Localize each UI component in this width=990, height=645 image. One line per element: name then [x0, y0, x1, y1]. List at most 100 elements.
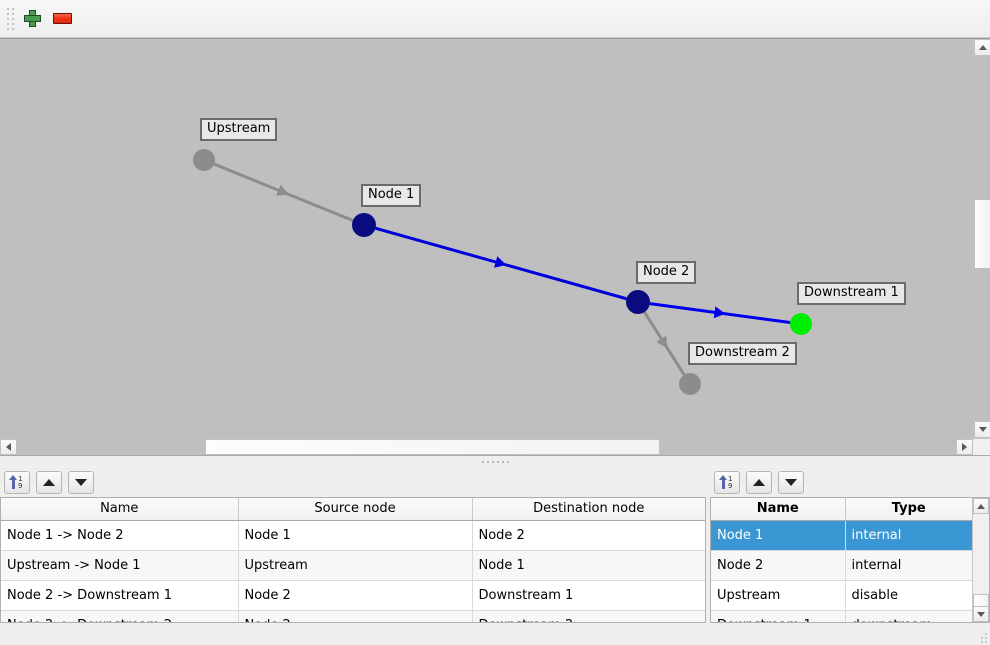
graph-edge-arrow-node2-downstream1 — [713, 306, 726, 319]
graph-scroll-right-button[interactable] — [956, 439, 973, 455]
main-toolbar — [0, 0, 990, 38]
nodes-move-up-button[interactable] — [746, 470, 772, 494]
table-cell[interactable]: Upstream -> Node 1 — [1, 550, 239, 581]
graph-node-label-upstream[interactable]: Upstream — [200, 118, 278, 141]
table-cell[interactable]: Node 2 — [711, 550, 846, 581]
table-cell[interactable]: Node 2 -> Downstream 1 — [1, 580, 239, 611]
table-cell[interactable]: Upstream — [711, 580, 846, 611]
add-button[interactable] — [17, 5, 47, 33]
edges-column-header-0[interactable]: Name — [1, 498, 239, 521]
table-cell[interactable]: Node 2 -> Downstream 2 — [1, 610, 239, 622]
graph-svg — [193, 149, 812, 395]
graph-node-downstream2[interactable] — [679, 373, 701, 395]
resize-grip[interactable] — [978, 633, 987, 643]
nodes-vertical-scrollbar[interactable] — [972, 498, 989, 622]
nodes-scroll-up-button[interactable] — [973, 498, 989, 514]
graph-edge-arrow-node1-node2 — [494, 256, 507, 268]
nodes-scroll-down-button[interactable] — [973, 606, 989, 622]
nodes-move-down-button[interactable] — [778, 470, 804, 494]
triangle-up-icon — [43, 478, 55, 486]
table-cell[interactable]: Downstream 2 — [472, 610, 705, 622]
table-cell[interactable]: internal — [845, 550, 972, 581]
triangle-up-icon — [753, 478, 765, 486]
table-cell[interactable]: Node 1 — [238, 520, 473, 551]
graph-horizontal-scrollbar[interactable] — [0, 438, 990, 455]
triangle-down-icon — [785, 478, 797, 486]
graph-vertical-scroll-thumb[interactable] — [974, 199, 990, 269]
edges-move-up-button[interactable] — [36, 470, 62, 494]
graph-node-label-downstream1[interactable]: Downstream 1 — [797, 282, 906, 305]
graph-horizontal-scroll-thumb[interactable] — [205, 439, 660, 455]
chevron-down-icon — [977, 611, 985, 617]
table-cell[interactable]: Downstream 1 — [711, 610, 846, 622]
nodes-column-header-0[interactable]: Name — [711, 498, 846, 521]
table-cell[interactable]: disable — [845, 580, 972, 611]
edges-column-header-1[interactable]: Source node — [238, 498, 473, 521]
remove-button[interactable] — [47, 5, 77, 33]
graph-node-node2[interactable] — [626, 290, 650, 314]
graph-node-label-downstream2[interactable]: Downstream 2 — [688, 342, 797, 365]
chevron-right-icon — [962, 443, 967, 451]
graph-edge-arrow-node2-downstream2 — [656, 335, 668, 349]
table-cell[interactable]: Node 1 -> Node 2 — [1, 520, 239, 551]
edges-column-header-2[interactable]: Destination node — [472, 498, 705, 521]
edges-move-down-button[interactable] — [68, 470, 94, 494]
chevron-left-icon — [6, 443, 11, 451]
toolbar-grip[interactable] — [3, 7, 13, 30]
table-cell[interactable]: Node 2 — [472, 520, 705, 551]
graph-node-node1[interactable] — [352, 213, 376, 237]
chevron-up-icon — [978, 45, 987, 50]
graph-node-label-node2[interactable]: Node 2 — [636, 261, 697, 284]
graph-edge-arrow-upstream-node1 — [276, 184, 289, 196]
table-cell[interactable]: downstream — [845, 610, 972, 622]
graph-node-label-node1[interactable]: Node 1 — [361, 184, 422, 207]
horizontal-splitter[interactable] — [0, 455, 990, 467]
table-cell[interactable]: Downstream 1 — [472, 580, 705, 611]
table-cell[interactable]: Node 2 — [238, 610, 473, 622]
table-cell[interactable]: internal — [845, 520, 972, 551]
graph-scroll-down-button[interactable] — [974, 421, 990, 438]
graph-scroll-left-button[interactable] — [0, 439, 17, 455]
table-row[interactable]: Downstream 1downstream — [711, 610, 972, 622]
chevron-down-icon — [978, 427, 987, 432]
splitter-grip-dots — [481, 460, 509, 463]
graph-scroll-up-button[interactable] — [974, 39, 990, 56]
graph-node-upstream[interactable] — [193, 149, 215, 171]
chevron-up-icon — [977, 503, 985, 509]
graph-node-downstream1[interactable] — [790, 313, 812, 335]
status-area — [0, 623, 990, 645]
table-cell[interactable]: Node 2 — [238, 580, 473, 611]
table-cell[interactable]: Upstream — [238, 550, 473, 581]
green-plus-icon — [23, 10, 41, 27]
nodes-column-header-1[interactable]: Type — [845, 498, 972, 521]
table-cell[interactable]: Node 1 — [472, 550, 705, 581]
table-cell[interactable]: Node 1 — [711, 520, 846, 551]
graph-vertical-scrollbar[interactable] — [973, 39, 990, 438]
